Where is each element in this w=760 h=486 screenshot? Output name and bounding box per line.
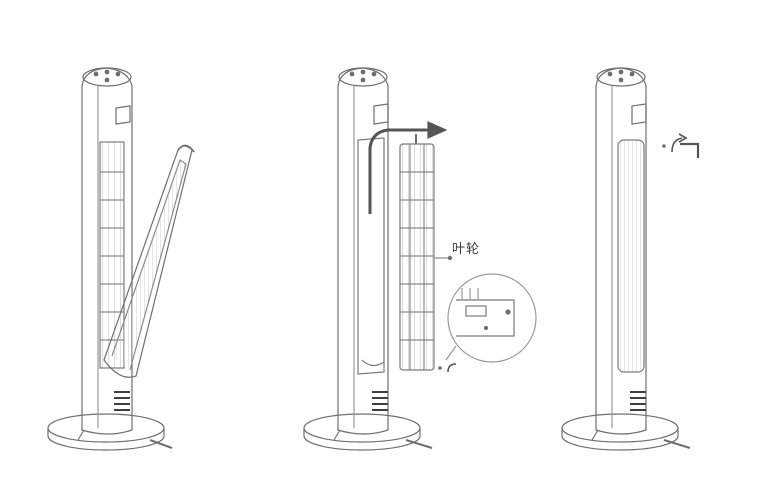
fan-step-3-closed — [561, 67, 700, 451]
tighten-screw-icon — [662, 133, 700, 158]
fan-2-base — [303, 413, 433, 451]
fan-1-cover — [103, 144, 195, 378]
impeller — [399, 134, 435, 371]
fan-3-base — [561, 413, 691, 451]
fan-2-body — [337, 67, 389, 435]
impeller-label-leader — [434, 255, 453, 261]
fan-3-body — [595, 67, 647, 435]
fan-1-base — [47, 413, 173, 451]
screw-rotate-icon — [438, 363, 457, 373]
fan-step-2-remove-impeller — [303, 67, 537, 451]
impeller-label: 叶轮 — [452, 242, 481, 257]
fan-step-1-open-cover — [47, 67, 195, 451]
remove-impeller-arrow — [368, 121, 448, 214]
fan-1-body — [81, 67, 133, 435]
detail-zoom — [445, 273, 537, 363]
